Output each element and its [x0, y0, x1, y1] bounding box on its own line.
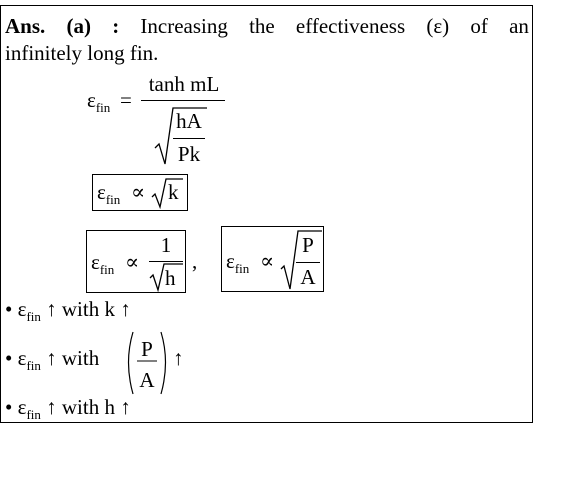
proportional-to-sqrt-k-box: εfin ∝ k — [92, 174, 188, 211]
statement-line-2: infinitely long fin. — [5, 41, 159, 65]
radical-sign — [280, 230, 322, 290]
epsilon-symbol: ε — [17, 297, 27, 321]
radicand-fraction-bar — [173, 138, 205, 139]
proportional-to-sqrt-p-over-a-box: εfin ∝ P A — [221, 226, 324, 292]
equation-numerator: tanh mL — [148, 72, 220, 96]
up-arrow-icon: ↑ — [46, 395, 57, 419]
fin-subscript: fin — [26, 407, 41, 422]
radicand-h: h — [165, 266, 176, 290]
statement-word: the — [249, 14, 275, 38]
radicand-k: k — [168, 180, 179, 204]
bullet-item: • εfin ↑ with h ↑ — [5, 395, 131, 422]
up-arrow-icon: ↑ — [120, 297, 131, 321]
epsilon-symbol: εfin — [226, 249, 250, 276]
statement-word: Increasing — [140, 14, 228, 38]
answer-prefix: Ans. — [5, 14, 46, 38]
statement-word: an — [509, 14, 529, 38]
bullet-item: • εfin ↑ with k ↑ — [5, 297, 131, 324]
up-arrow-icon: ↑ — [120, 395, 131, 419]
bullet-dot: • — [5, 346, 13, 370]
statement-word: of — [470, 14, 488, 38]
epsilon-symbol: ε — [17, 395, 27, 419]
statement-word: (ε) — [426, 14, 450, 38]
bullet-dot: • — [5, 395, 13, 419]
radicand-numerator: hA — [176, 109, 202, 133]
separator-comma: , — [192, 249, 198, 273]
radicand-denominator: Pk — [177, 142, 201, 166]
answer-colon: : — [112, 14, 120, 38]
epsilon-symbol: εfin — [91, 250, 115, 277]
bullet-item: • εfin ↑ with — [5, 346, 100, 373]
fraction-bar — [141, 100, 225, 101]
radicand-fraction-bar — [296, 262, 320, 263]
bullet-dot: • — [5, 297, 13, 321]
epsilon-symbol: εfin — [87, 88, 111, 115]
proportional-sign: ∝ — [125, 250, 140, 274]
radical-sign — [154, 107, 207, 165]
fraction-denominator: A — [139, 368, 155, 392]
bullet-text: with h — [61, 395, 115, 419]
answer-statement: Ans. (a) : Increasing the effectiveness … — [5, 13, 529, 67]
parenthesized-fraction — [127, 331, 167, 395]
bullet-text: with k — [61, 297, 115, 321]
epsilon-symbol: εfin — [97, 180, 121, 207]
answer-box: Ans. (a) : Increasing the effectiveness … — [0, 5, 533, 423]
statement-line-1: Ans. (a) : Increasing the effectiveness … — [5, 13, 529, 40]
radicand-numerator: P — [302, 233, 314, 257]
radicand-denominator: A — [300, 265, 316, 289]
up-arrow-icon: ↑ — [46, 346, 57, 370]
fraction-numerator: P — [141, 337, 153, 361]
epsilon-symbol: ε — [17, 346, 27, 370]
answer-option: (a) — [66, 14, 91, 38]
fin-subscript: fin — [26, 358, 41, 373]
equals-sign: = — [120, 88, 132, 112]
proportional-sign: ∝ — [131, 180, 146, 204]
bullet-text: with — [61, 346, 100, 370]
proportional-to-inverse-sqrt-h-box: εfin ∝ 1 h — [86, 230, 186, 293]
up-arrow-icon: ↑ — [173, 346, 184, 370]
fin-subscript: fin — [26, 309, 41, 324]
proportional-sign: ∝ — [260, 249, 275, 273]
fraction-numerator: 1 — [160, 233, 172, 257]
radical-sign — [149, 263, 183, 292]
statement-word: effectiveness — [295, 14, 406, 38]
radical-sign — [151, 178, 183, 209]
up-arrow-icon: ↑ — [46, 297, 57, 321]
fraction-bar — [149, 261, 183, 262]
